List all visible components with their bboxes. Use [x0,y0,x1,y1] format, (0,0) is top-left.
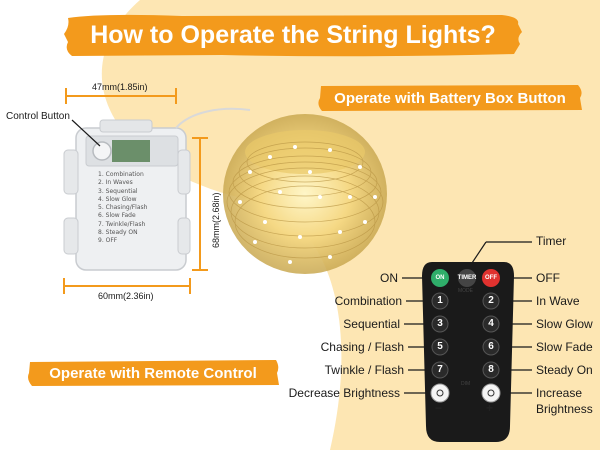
brush-stroke-shape [28,360,279,386]
box-mode-item: 1. Combination [98,171,144,178]
box-mode-item: 4. Slow Glow [98,195,137,203]
dim-caption: DIM [461,381,471,387]
mode-caption: MODE [458,288,473,294]
digit-7-button: 7 [437,364,443,375]
timer-button: TIMER [457,275,477,281]
steady-on-label: Steady On [536,363,593,377]
chasing-flash-label: Chasing / Flash [320,340,404,354]
sequential-label: Sequential [343,317,400,331]
remote-banner-text: Operate with Remote Control [49,364,257,382]
digit-6-button: 6 [488,341,494,352]
timer-label: Timer [536,234,567,248]
box-mode-item: 8. Steady ON [98,229,138,237]
title-banner: How to Operate the String Lights? [62,12,524,58]
page-title: How to Operate the String Lights? [90,20,496,49]
battery-banner: Operate with Battery Box Button [316,82,584,114]
increase-brightness-label-line1: Increase [536,386,583,400]
minus-sign: − [435,401,443,415]
off-label: OFF [536,271,560,285]
on-button: ON [435,275,445,281]
on-label: ON [380,271,398,285]
digit-8-button: 8 [488,364,494,375]
twinkle-flash-label: Twinkle / Flash [324,363,404,377]
off-button: OFF [485,275,497,281]
combination-label: Combination [334,294,402,308]
brush-stroke-shape [64,14,522,57]
remote-banner: Operate with Remote Control [26,357,280,389]
brush-stroke-shape [318,85,582,111]
width-dimension: 47mm(1.85in) [92,82,148,92]
box-mode-item: 5. Chasing/Flash [98,204,148,212]
battery-banner-text: Operate with Battery Box Button [334,89,566,107]
in-wave-label: In Wave [536,294,580,308]
slow-fade-label: Slow Fade [536,340,593,354]
depth-dimension: 60mm(2.36in) [98,291,154,301]
box-mode-item: 3. Sequential [98,187,138,195]
box-mode-item: 6. Slow Fade [98,212,136,220]
increase-brightness-label-line2: Brightness [536,402,593,416]
box-mode-item: 2. In Waves [98,179,133,187]
digit-3-button: 3 [437,318,443,329]
decrease-brightness-label: Decrease Brightness [288,386,400,400]
control-button-label: Control Button [6,111,70,122]
string-lights-coil [223,114,387,274]
digit-2-button: 2 [488,295,494,306]
box-mode-item: 9. OFF [98,237,118,245]
digit-1-button: 1 [437,295,443,306]
plus-sign: + [486,401,494,415]
digit-5-button: 5 [437,341,443,352]
slow-glow-label: Slow Glow [536,317,593,331]
box-mode-item: 7. Twinkle/Flash [98,220,146,228]
digit-4-button: 4 [488,318,494,329]
box-mode-list: 1. Combination 2. In Waves 3. Sequential… [98,171,147,246]
